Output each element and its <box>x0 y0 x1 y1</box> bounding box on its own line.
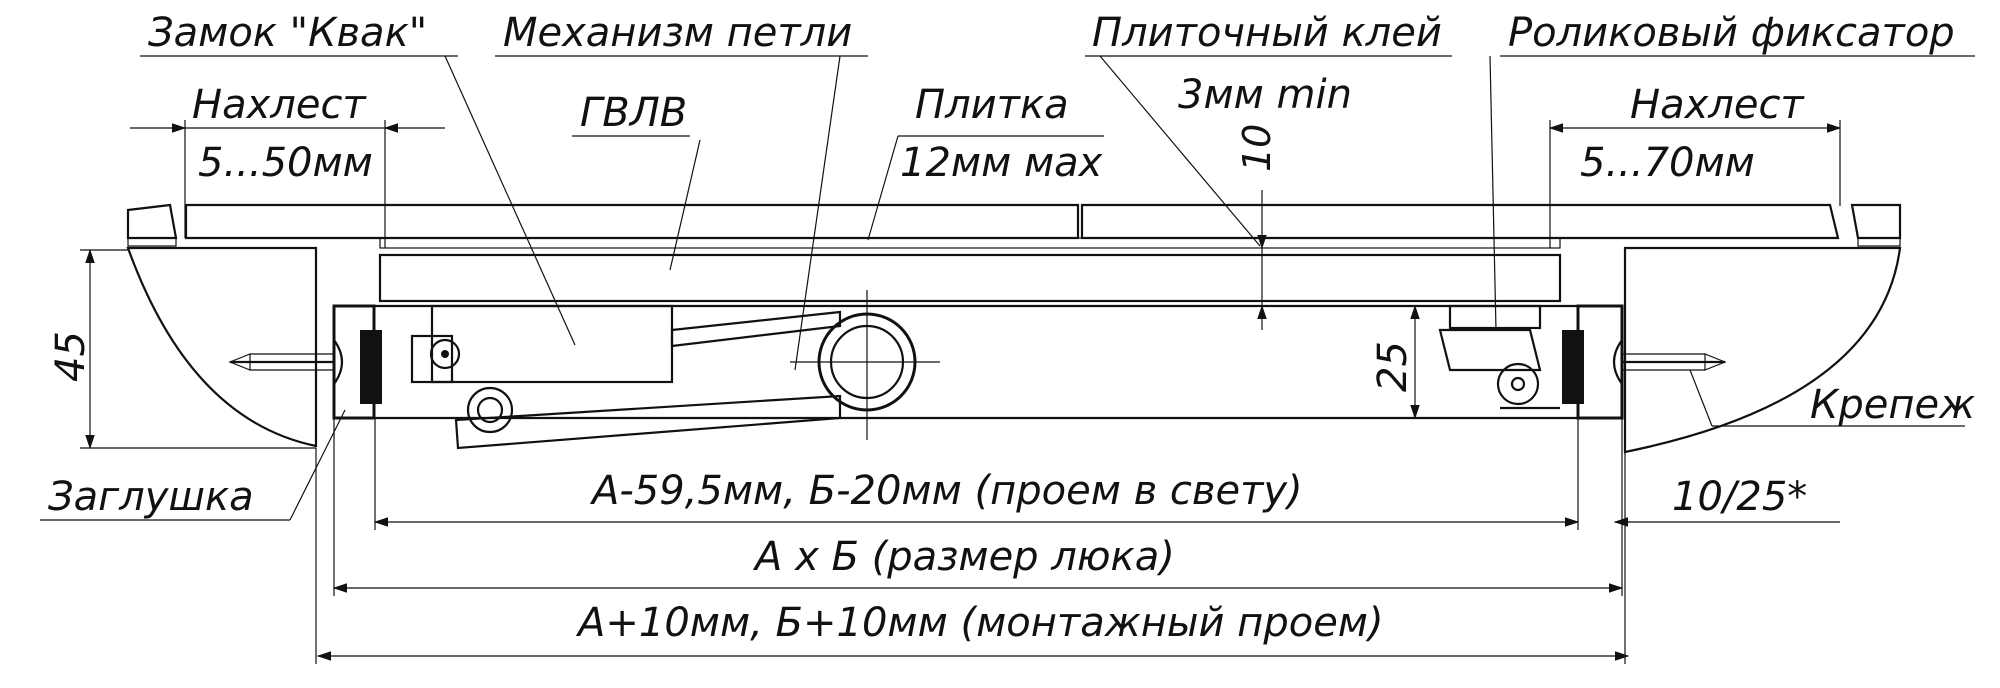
left-tile-2 <box>184 203 1080 240</box>
label-tile: Плитка <box>915 82 1069 128</box>
lock-kvak <box>228 330 382 404</box>
label-overlap-right: Нахлест <box>1630 82 1805 128</box>
dimension-lines <box>80 120 1842 664</box>
tile-glue-layer <box>379 237 1561 249</box>
label-tile-max: 12мм мах <box>900 140 1103 186</box>
hatch-frame <box>332 304 1624 420</box>
right-wall <box>1623 246 1902 454</box>
label-fastener: Крепеж <box>1810 382 1975 428</box>
right-tile <box>1080 203 1902 247</box>
left-wall <box>126 246 318 448</box>
label-gap: 10/25* <box>1672 474 1807 520</box>
label-gvlv: ГВЛВ <box>580 90 687 136</box>
label-clear-opening: А-59,5мм, Б-20мм (проем в свету) <box>589 468 1303 514</box>
gvlv-board <box>378 253 1562 303</box>
label-overlap-left-range: 5...50мм <box>198 140 373 186</box>
label-overlap-left: Нахлест <box>192 82 367 128</box>
leader-lines <box>40 55 1975 521</box>
label-tile-glue: Плиточный клей <box>1092 10 1442 56</box>
label-hatch-size: А х Б (размер люка) <box>752 534 1175 580</box>
label-hinge: Механизм петли <box>503 10 852 56</box>
label-dim-45: 45 <box>48 331 94 382</box>
label-dim-10: 10 <box>1235 124 1279 172</box>
label-overlap-right-range: 5...70мм <box>1580 140 1755 186</box>
label-lock: Замок "Квак" <box>148 10 427 56</box>
roller-fixator <box>1438 304 1727 410</box>
left-tile <box>126 203 178 247</box>
hinge-mechanism <box>410 290 940 450</box>
label-mount-opening: А+10мм, Б+10мм (монтажный проем) <box>575 600 1384 646</box>
label-roller: Роликовый фиксатор <box>1508 10 1955 56</box>
label-dim-25: 25 <box>1370 341 1416 392</box>
label-plug: Заглушка <box>48 474 254 520</box>
label-glue-min: 3мм min <box>1178 72 1352 118</box>
